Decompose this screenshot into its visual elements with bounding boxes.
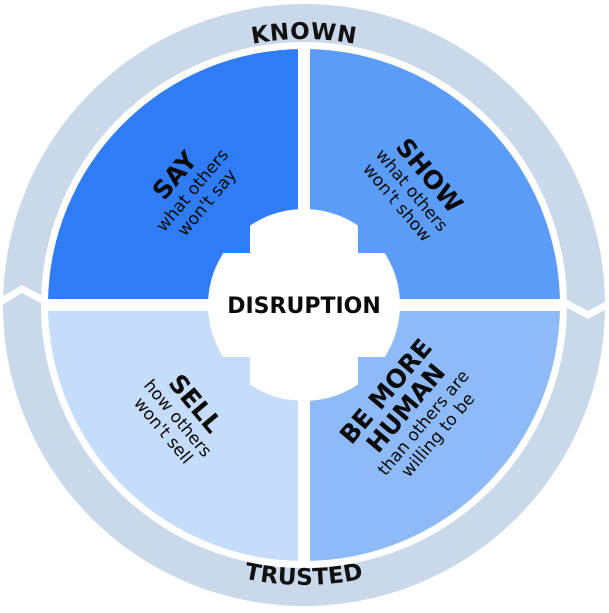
be-more-human-text-group: BE MORE HUMAN than others are willing to… <box>334 333 479 481</box>
center-label: DISRUPTION <box>227 294 381 319</box>
outer-ring <box>3 4 605 606</box>
ring-label-known: KNOWN <box>249 19 358 50</box>
center-hub <box>208 209 400 401</box>
ring-label-trusted: TRUSTED <box>243 559 366 591</box>
right-chevron-separator <box>562 298 609 319</box>
left-chevron-separator <box>0 284 48 306</box>
